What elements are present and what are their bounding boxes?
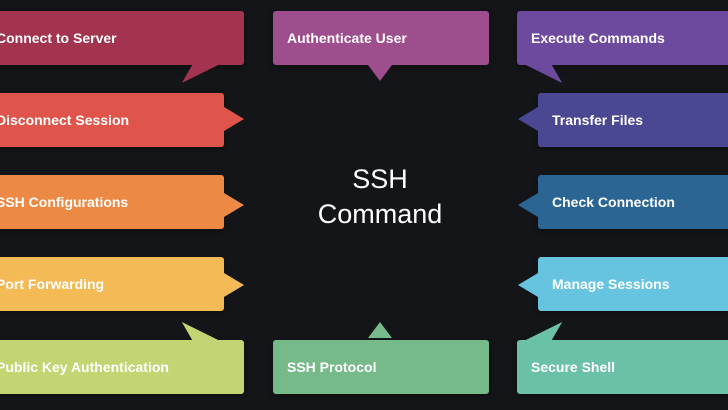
callout-tail [525,65,563,83]
callout-label: Disconnect Session [0,112,130,128]
callout-label: Authenticate User [287,30,407,46]
callout-execute-commands: Execute Commands [517,11,728,83]
callout-tail [525,322,563,340]
callout-label: Secure Shell [531,359,616,375]
callout-ssh-configurations: SSH Configurations [0,175,244,229]
callout-label: Execute Commands [531,30,665,46]
callout-tail [224,107,244,131]
callout-label: Public Key Authentication [0,359,169,375]
callout-disconnect-session: Disconnect Session [0,93,244,147]
callout-tail [181,322,219,340]
callout-label: Check Connection [552,194,675,210]
callout-label: Port Forwarding [0,276,105,292]
callout-connect-to-server: Connect to Server [0,11,244,83]
center-title-line-2: Command [317,199,443,229]
callout-label: Manage Sessions [552,276,670,292]
callout-label: SSH Protocol [287,359,377,375]
callout-tail [368,65,392,81]
callout-label: Connect to Server [0,30,117,46]
callout-tail [368,322,392,338]
callout-check-connection: Check Connection [518,175,728,229]
callout-tail [181,65,219,83]
center-title-line-1: SSH [352,164,408,194]
callout-ssh-protocol: SSH Protocol [273,322,489,394]
callout-transfer-files: Transfer Files [518,93,728,147]
callout-public-key-authentication: Public Key Authentication [0,322,244,394]
center-title: SSH Command [280,162,480,232]
callout-tail [518,273,538,297]
callout-label: SSH Configurations [0,194,129,210]
callout-secure-shell: Secure Shell [517,322,728,394]
callout-authenticate-user: Authenticate User [273,11,489,81]
callout-label: Transfer Files [552,112,644,128]
callout-manage-sessions: Manage Sessions [518,257,728,311]
callout-tail [224,273,244,297]
callout-tail [224,193,244,217]
callout-port-forwarding: Port Forwarding [0,257,244,311]
callout-tail [518,107,538,131]
callout-tail [518,193,538,217]
